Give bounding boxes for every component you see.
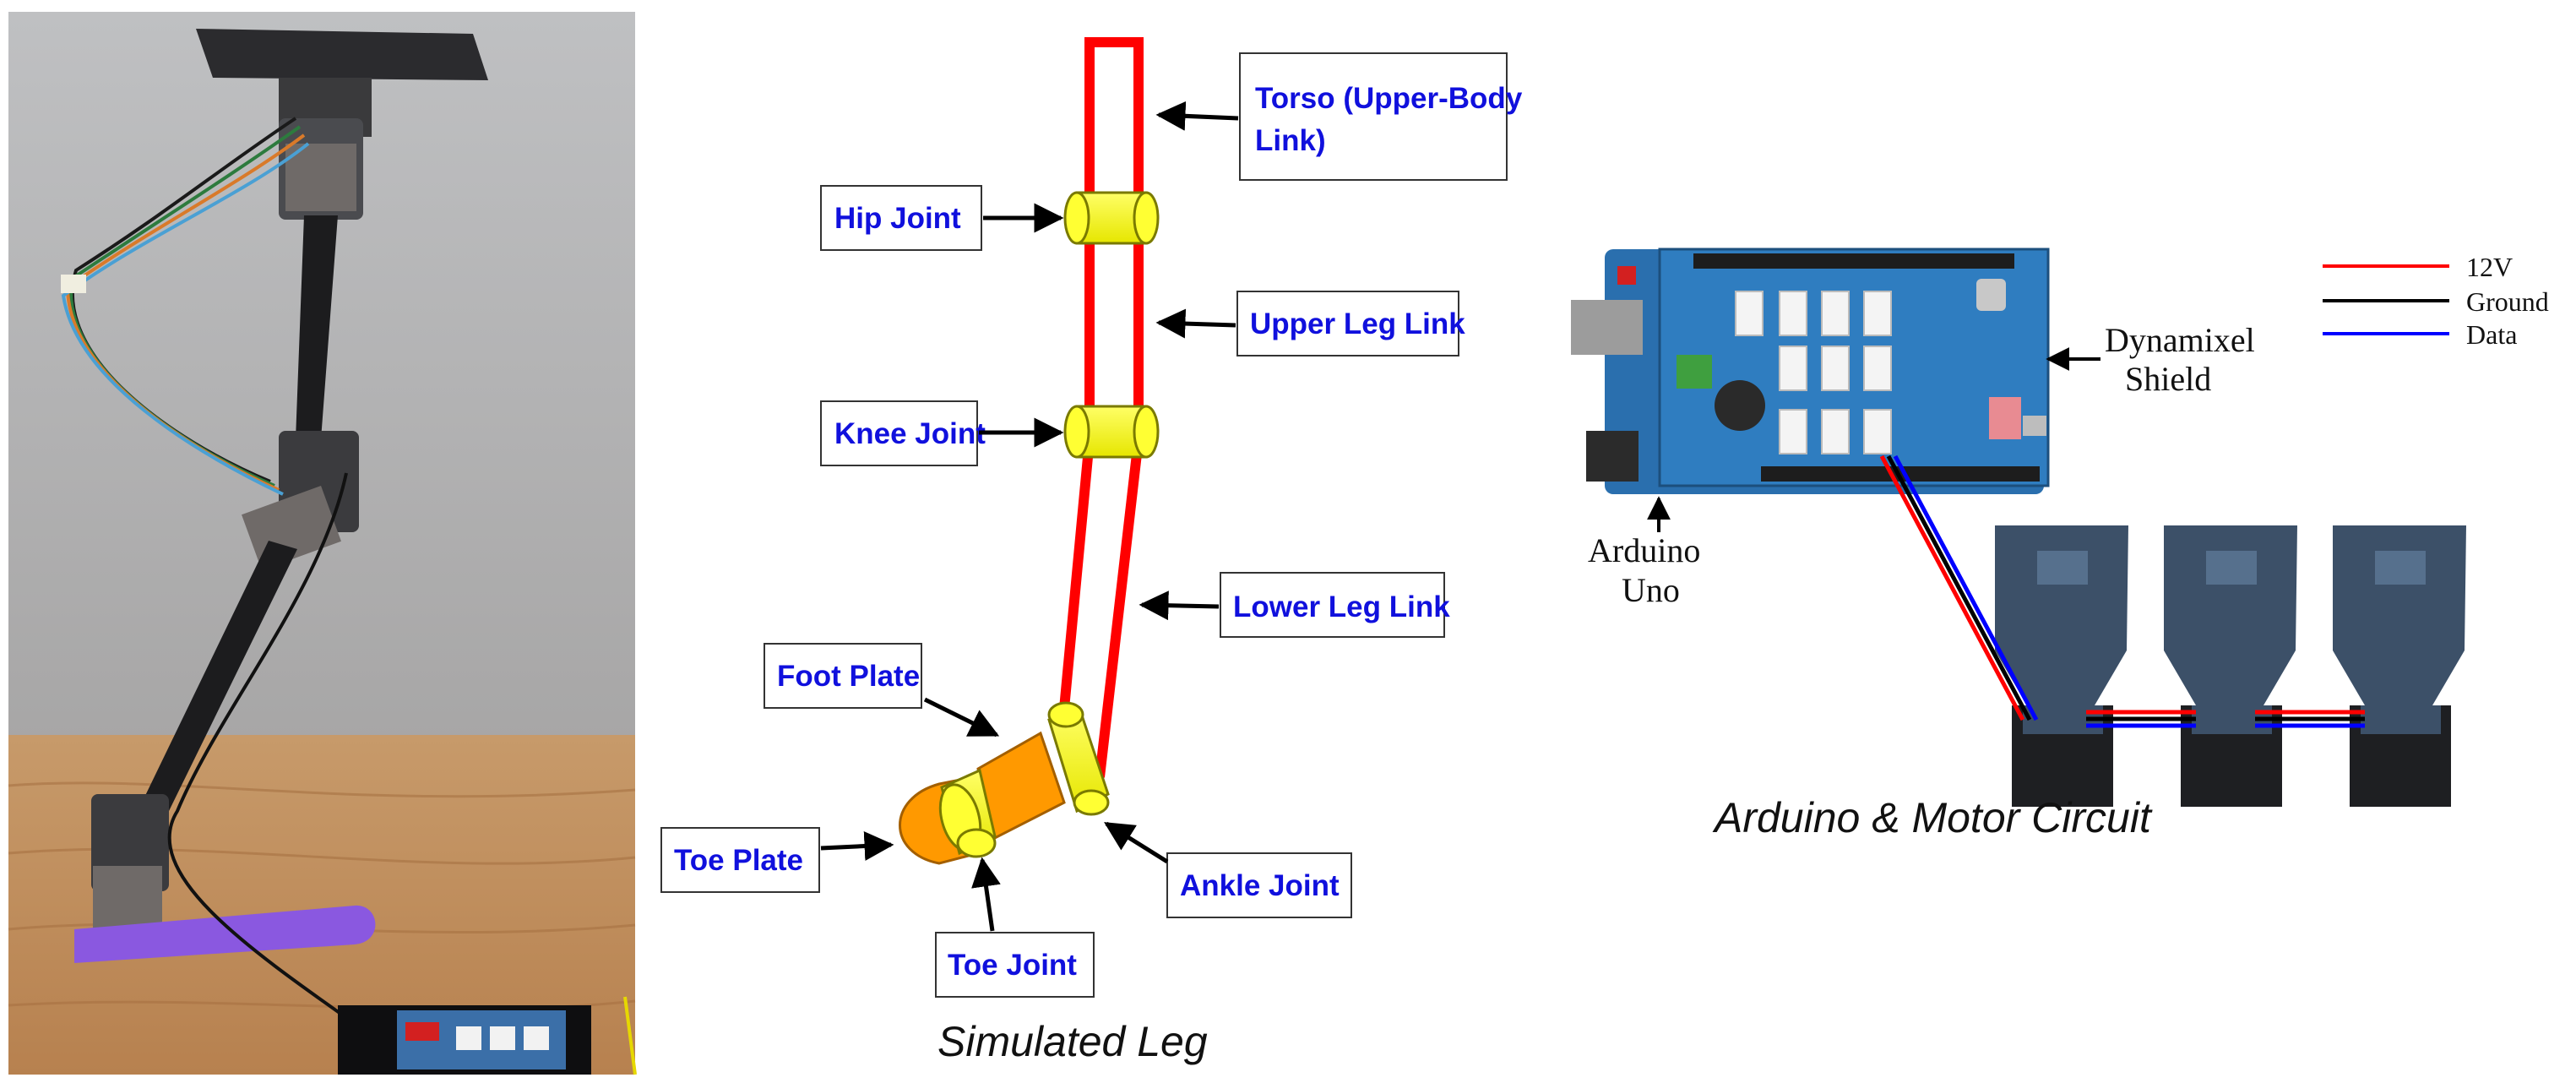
toe-joint-label-box: Toe Joint: [935, 932, 1095, 998]
ankle-bracket: [93, 866, 162, 933]
legend-12v-label: 12V: [2466, 252, 2513, 282]
hip-label-box: Hip Joint: [820, 185, 982, 251]
simulated-leg-panel: Torso (Upper-Body Link) Hip Joint Upper …: [660, 37, 1523, 1065]
toe-plate-arrow: [820, 831, 894, 861]
lower-leg-link-label: Lower Leg Link: [1233, 590, 1450, 623]
ankle-joint-cylinder: [1047, 701, 1110, 816]
torso-label-line2: Link): [1255, 124, 1326, 157]
ankle-arrow: [1104, 821, 1169, 864]
hip-joint-cylinder: [1063, 191, 1160, 245]
upper-leg-arrow: [1155, 308, 1236, 339]
legend-data-label: Data: [2466, 319, 2517, 350]
upper-leg-label-box: Upper Leg Link: [1236, 291, 1465, 356]
hip-joint-label: Hip Joint: [834, 202, 961, 235]
torso-label-line1: Torso (Upper-Body: [1255, 82, 1523, 115]
photo-panel: [8, 12, 637, 1075]
arduino-label-line2: Uno: [1622, 571, 1680, 609]
shield-label-line2: Shield: [2125, 360, 2211, 398]
toe-plate-label: Toe Plate: [674, 844, 803, 877]
motor-1: [1995, 525, 2128, 807]
foot-plate-label-box: Foot Plate: [764, 643, 922, 709]
upper-leg-tube: [296, 215, 338, 439]
upper-leg-link-label: Upper Leg Link: [1250, 307, 1465, 340]
torso-label-box: Torso (Upper-Body Link): [1239, 52, 1523, 181]
arduino-label-line1: Arduino: [1588, 531, 1700, 569]
lower-leg-tube: [142, 541, 297, 811]
circuit-wires: [1879, 454, 2365, 728]
photo-board: [338, 1005, 591, 1075]
toe-plate-label-box: Toe Plate: [660, 827, 820, 893]
knee-joint-label: Knee Joint: [834, 417, 986, 450]
top-plate: [196, 29, 488, 80]
foot-plate-label: Foot Plate: [777, 660, 920, 693]
green-terminal: [1677, 355, 1712, 389]
capacitor: [1715, 380, 1765, 431]
usb-port: [1571, 300, 1643, 355]
hip-bracket: [285, 144, 356, 211]
circuit-caption: Arduino & Motor Circuit: [1712, 794, 2153, 841]
toe-joint-cylinder: [938, 768, 997, 858]
wire-tag: [61, 275, 86, 293]
pink-connector: [1989, 397, 2021, 439]
shield-connectors: [1735, 291, 1892, 454]
switch: [2023, 416, 2046, 436]
wire-legend: 12V Ground Data: [2323, 252, 2549, 350]
shield-label-line1: Dynamixel: [2105, 321, 2255, 359]
simulated-leg-caption: Simulated Leg: [937, 1018, 1208, 1065]
lower-leg-label-box: Lower Leg Link: [1220, 572, 1450, 638]
header-pins-top: [1693, 253, 2014, 269]
toe-joint-arrow: [971, 857, 1001, 932]
knee-label-box: Knee Joint: [820, 400, 986, 466]
crystal: [1976, 279, 2006, 311]
ankle-joint-label: Ankle Joint: [1180, 869, 1340, 902]
circuit-panel: Arduino Uno Dynamixel Shield 12V Ground …: [1571, 248, 2549, 841]
motor-3: [2333, 525, 2466, 807]
lower-leg-arrow: [1139, 590, 1220, 621]
power-jack: [1586, 431, 1639, 482]
purple-foot: [74, 905, 376, 963]
legend-ground-label: Ground: [2466, 286, 2549, 317]
foot-plate-arrow: [923, 697, 1000, 737]
torso-arrow: [1155, 101, 1239, 131]
toe-joint-label: Toe Joint: [948, 949, 1077, 982]
torso-link: [1084, 37, 1144, 211]
lower-leg-link-bar-left: [1057, 438, 1095, 727]
knee-joint-cylinder: [1063, 405, 1160, 459]
lower-leg-link-bar-right: [1095, 438, 1144, 778]
red-led: [1617, 266, 1636, 285]
ankle-label-box: Ankle Joint: [1166, 852, 1352, 918]
motor-2: [2164, 525, 2297, 807]
